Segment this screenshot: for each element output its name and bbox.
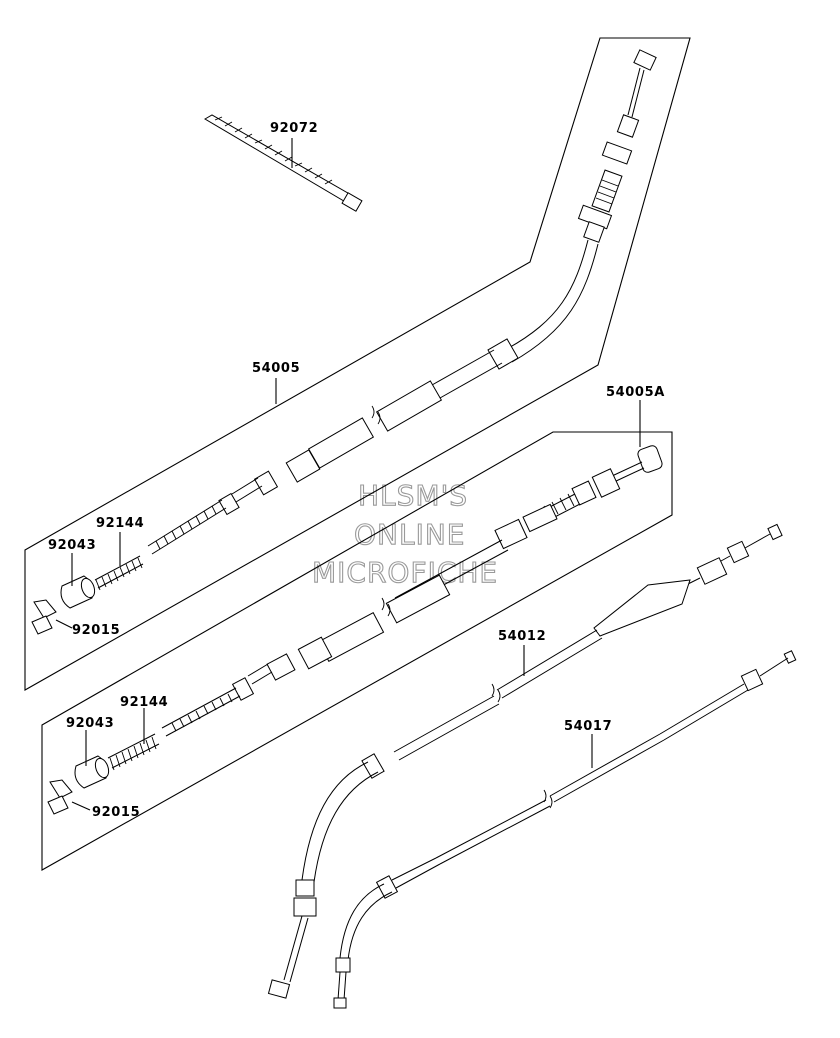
cable-54017: [333, 650, 797, 1009]
watermark-line-2: ONLINE: [354, 518, 465, 551]
label-54017: 54017: [564, 719, 612, 734]
label-54005: 54005: [252, 361, 300, 376]
group-frame-54005: [24, 37, 691, 691]
watermark: HLSM'S ONLINE MICROFICHE: [311, 478, 498, 589]
label-92144-lower: 92144: [120, 695, 168, 710]
nut-92043-upper: [60, 575, 96, 609]
cable-tie-92072: [204, 114, 363, 212]
group-frame-54005A: [41, 431, 673, 871]
cable-54012: [267, 523, 783, 999]
leader-92015-upper: [55, 619, 73, 629]
watermark-line-3: MICROFICHE: [312, 556, 498, 589]
spring-92144-upper: [94, 555, 144, 591]
leader-92015-lower: [71, 801, 91, 811]
cable-54005A: [161, 445, 663, 737]
label-92144-upper: 92144: [96, 516, 144, 531]
spring-92144-lower: [107, 733, 160, 771]
nut-92043-lower: [74, 755, 110, 789]
label-92072: 92072: [270, 121, 318, 136]
wing-nut-92015-lower: [47, 779, 73, 815]
label-54005A: 54005A: [606, 385, 665, 400]
label-92043-upper: 92043: [48, 538, 96, 553]
cable-54005: [147, 49, 657, 555]
label-92043-lower: 92043: [66, 716, 114, 731]
wing-nut-92015-upper: [31, 599, 57, 635]
label-92015-lower: 92015: [92, 805, 140, 820]
label-92015-upper: 92015: [72, 623, 120, 638]
watermark-line-1: HLSM'S: [358, 479, 468, 512]
label-54012: 54012: [498, 629, 546, 644]
